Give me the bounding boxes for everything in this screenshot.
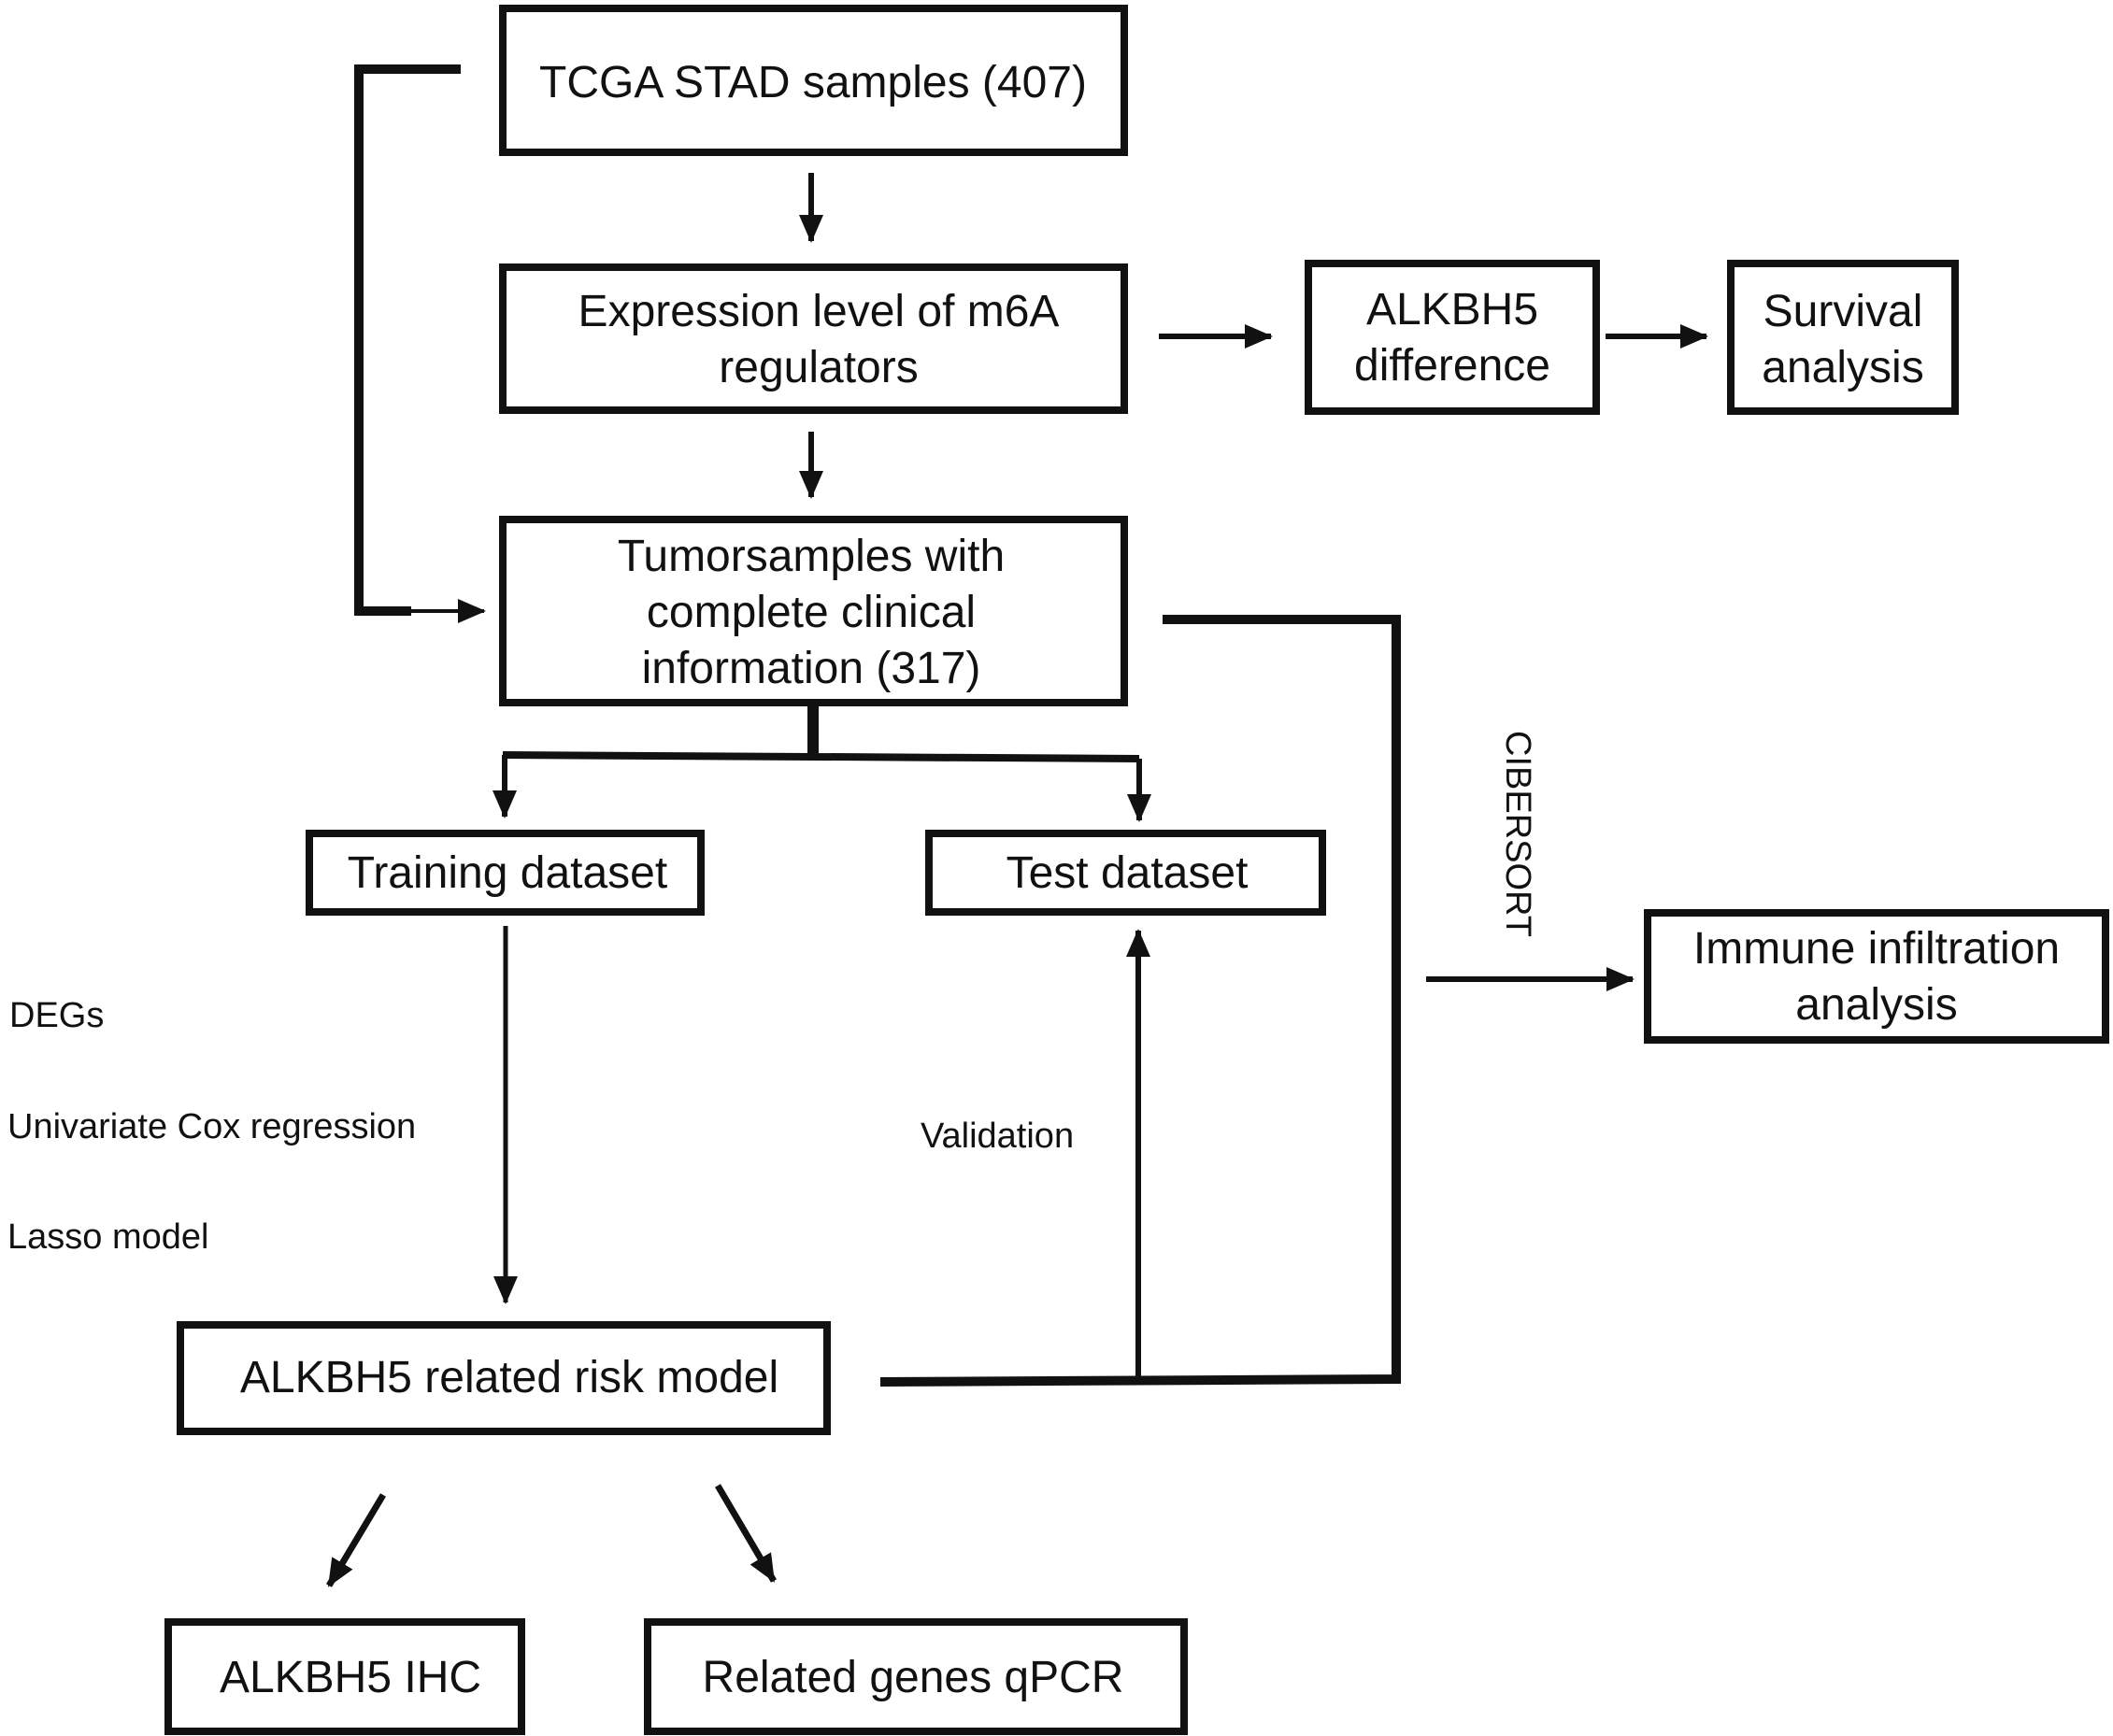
ihc-line-1: ALKBH5 IHC	[220, 1653, 481, 1702]
connector-risk-to-right	[879, 615, 1401, 1387]
expression-line-1: Expression level of m6A	[578, 287, 1060, 336]
survival-line-2: analysis	[1762, 343, 1923, 392]
immune-infiltration-box	[1644, 909, 2109, 1044]
tumor-line-1: Tumorsamples with	[618, 532, 1005, 581]
tumor-line-3: information (317)	[642, 644, 981, 693]
alkbh5-ihc-label: ALKBH5 IHC	[220, 1653, 481, 1702]
risk-model-line-1: ALKBH5 related risk model	[240, 1353, 778, 1402]
lasso-model-label: Lasso model	[7, 1217, 208, 1257]
test-line-1: Test dataset	[1007, 848, 1249, 898]
tumor-line-2: complete clinical	[647, 588, 976, 637]
risk-model-box	[177, 1321, 831, 1435]
qpcr-label: Related genes qPCR	[703, 1653, 1124, 1702]
tumor-samples-label: Tumorsamples with complete clinical inform…	[618, 532, 1005, 693]
alkbh5-difference-label: ALKBH5 difference	[1354, 285, 1550, 391]
tcga-box	[499, 5, 1128, 156]
test-dataset-box	[925, 830, 1326, 916]
validation-label: Validation	[921, 1117, 1074, 1156]
cox-regression-label: Univariate Cox regression	[7, 1107, 416, 1146]
cibersort-label: CIBERSORT	[1498, 731, 1537, 937]
tcga-line-1: TCGA STAD samples (407)	[539, 58, 1087, 107]
risk-model-label: ALKBH5 related risk model	[240, 1353, 778, 1402]
arrow-risk-to-qpcr	[714, 1484, 778, 1583]
tcga-label: TCGA STAD samples (407)	[539, 58, 1087, 107]
immune-line-2: analysis	[1795, 980, 1957, 1030]
tumor-samples-box	[499, 516, 1128, 706]
alkbh5-diff-line-2: difference	[1354, 341, 1550, 391]
survival-label: Survival analysis	[1762, 287, 1923, 392]
expression-box	[499, 263, 1128, 414]
immune-infiltration-label: Immune infiltration analysis	[1693, 924, 2060, 1030]
qpcr-line-1: Related genes qPCR	[703, 1653, 1124, 1702]
expression-label: Expression level of m6A regulators	[578, 287, 1060, 392]
test-dataset-label: Test dataset	[1007, 848, 1249, 898]
alkbh5-difference-box	[1305, 260, 1600, 415]
alkbh5-diff-line-1: ALKBH5	[1366, 285, 1538, 334]
connector-split-bar	[502, 751, 1140, 762]
training-dataset-label: Training dataset	[348, 848, 667, 898]
training-dataset-box	[306, 830, 705, 916]
connector-tcga-bracket	[354, 64, 461, 616]
expression-line-2: regulators	[719, 343, 918, 392]
immune-line-1: Immune infiltration	[1693, 924, 2060, 974]
degs-label: DEGs	[9, 996, 104, 1035]
alkbh5-ihc-box	[164, 1618, 525, 1735]
training-line-1: Training dataset	[348, 848, 667, 898]
survival-line-1: Survival	[1763, 287, 1923, 336]
arrow-risk-to-ihc	[325, 1493, 387, 1587]
survival-box	[1727, 260, 1959, 415]
qpcr-box	[644, 1618, 1188, 1735]
